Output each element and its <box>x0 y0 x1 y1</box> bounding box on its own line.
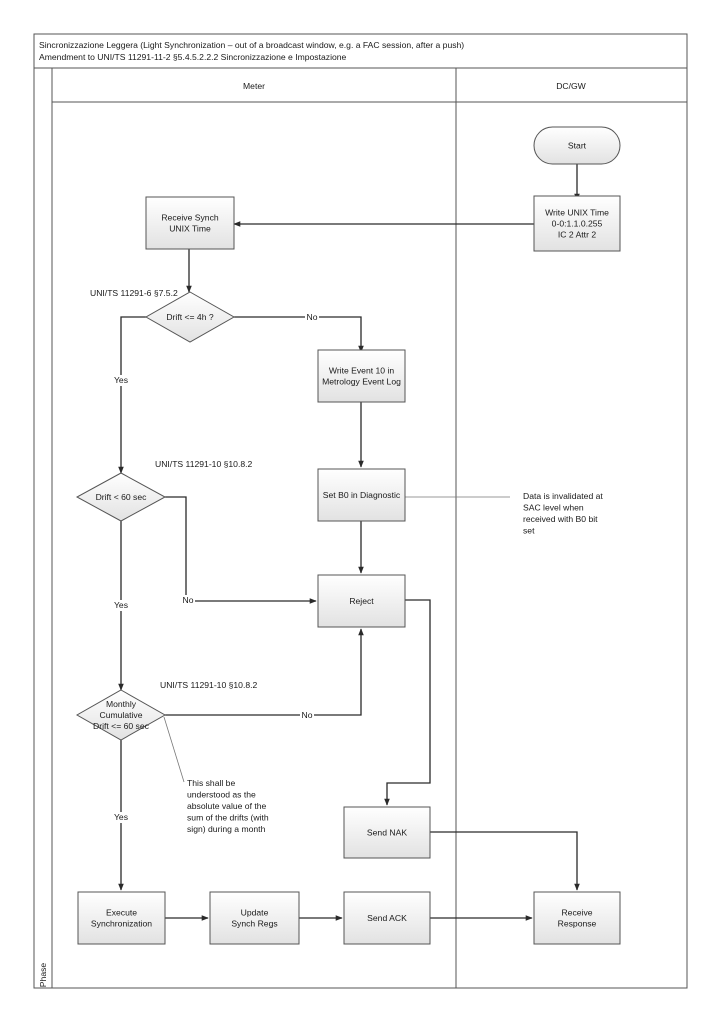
receive-response-box <box>533 891 621 945</box>
b0-note-line: Data is invalidated at <box>523 491 603 501</box>
branch-label-yes-monthly: Yes <box>114 812 128 822</box>
monthly-note-line: This shall be <box>187 778 235 788</box>
b0-note-line: received with B0 bit <box>523 514 598 524</box>
arrow-monthly-no <box>165 628 364 716</box>
write-event-label-line: Write Event 10 in <box>329 366 395 376</box>
no-label-bg <box>305 312 319 323</box>
b0-note-line: set <box>523 526 535 536</box>
arrow-drift60-no <box>165 496 317 604</box>
monthly-note-line: sign) during a month <box>187 824 266 834</box>
start-terminator <box>533 126 621 165</box>
branch-label-no-drift60: No <box>183 595 194 605</box>
monthly-label-line: Drift <= 60 sec <box>93 721 150 731</box>
execute-sync-box <box>77 891 166 945</box>
write-event-box <box>317 349 406 403</box>
receive-resp-label-line: Response <box>558 919 597 929</box>
monthly-label-line: Cumulative <box>100 710 143 720</box>
diagram-frame <box>33 33 688 989</box>
execute-label-line: Execute <box>106 908 137 918</box>
ref-label-drift60: UNI/TS 11291-10 §10.8.2 <box>155 459 253 469</box>
receive-synch-label-line: Receive Synch <box>161 213 219 223</box>
drift60-label-line: Drift < 60 sec <box>96 492 148 502</box>
ref-label-drift4h: UNI/TS 11291-6 §7.5.2 <box>90 288 178 298</box>
drift-60-decision <box>75 472 167 522</box>
start-label-line: Start <box>568 141 587 151</box>
annotation-leaders <box>163 496 510 783</box>
set-b0-label-line: Set B0 in Diagnostic <box>323 490 401 500</box>
branch-label-yes-drift60: Yes <box>114 600 128 610</box>
send-ack-label-line: Send ACK <box>367 913 407 923</box>
write-unix-time-box <box>533 195 621 252</box>
no-label-bg <box>300 710 314 721</box>
arrow-reject-to-nak <box>384 599 431 806</box>
drift-4h-decision <box>144 291 236 343</box>
diagram-title-line2: Amendment to UNI/TS 11291-11-2 §5.4.5.2.… <box>39 52 347 62</box>
monthly-label-line: Monthly <box>106 699 137 709</box>
monthly-note-line: sum of the drifts (with <box>187 813 269 823</box>
receive-synch-box <box>145 196 235 250</box>
arrow-drift4h-no <box>234 316 364 353</box>
write-unix-label-line: 0-0:1.1.0.255 <box>552 219 603 229</box>
monthly-note-leader <box>163 716 185 783</box>
send-nak-box <box>343 806 431 859</box>
drift4h-label-line: Drift <= 4h ? <box>166 312 214 322</box>
reject-label-line: Reject <box>349 596 374 606</box>
lane-dcgw-label: DC/GW <box>556 81 586 91</box>
write-unix-label-line: Write UNIX Time <box>545 208 609 218</box>
send-nak-label-line: Send NAK <box>367 828 407 838</box>
update-label-line: Synch Regs <box>231 919 277 929</box>
lane-phase-label: Phase <box>38 963 48 988</box>
update-label-line: Update <box>241 908 269 918</box>
no-label-bg <box>181 595 195 606</box>
monthly-drift-decision <box>75 689 167 741</box>
update-synch-regs-box <box>209 891 300 945</box>
branch-label-no-monthly: No <box>302 710 313 720</box>
set-b0-box <box>317 468 406 522</box>
receive-resp-label-line: Receive <box>561 908 592 918</box>
receive-synch-label-line: UNIX Time <box>169 224 211 234</box>
branch-label-no-drift4h: No <box>307 312 318 322</box>
execute-label-line: Synchronization <box>91 919 152 929</box>
yes-label-bg <box>112 600 130 611</box>
monthly-note-line: understood as the <box>187 790 256 800</box>
yes-label-bg <box>112 375 130 386</box>
yes-label-bg <box>112 812 130 823</box>
b0-annotation: Data is invalidated at SAC level whenrece… <box>523 491 603 536</box>
arrow-nak-to-response <box>430 831 580 891</box>
reject-box <box>317 574 406 628</box>
arrow-drift4h-yes <box>118 316 146 474</box>
monthly-note-line: absolute value of the <box>187 801 267 811</box>
diagram-title-line1: Sincronizzazione Leggera (Light Synchron… <box>39 40 464 50</box>
send-ack-box <box>343 891 431 945</box>
ref-label-monthly: UNI/TS 11291-10 §10.8.2 <box>160 680 258 690</box>
lane-meter-label: Meter <box>243 81 265 91</box>
flow-shapes <box>75 126 621 945</box>
branch-label-yes-drift4h: Yes <box>114 375 128 385</box>
write-event-label-line: Metrology Event Log <box>322 377 401 387</box>
write-unix-label-line: IC 2 Attr 2 <box>558 230 596 240</box>
b0-note-line: SAC level when <box>523 503 584 513</box>
